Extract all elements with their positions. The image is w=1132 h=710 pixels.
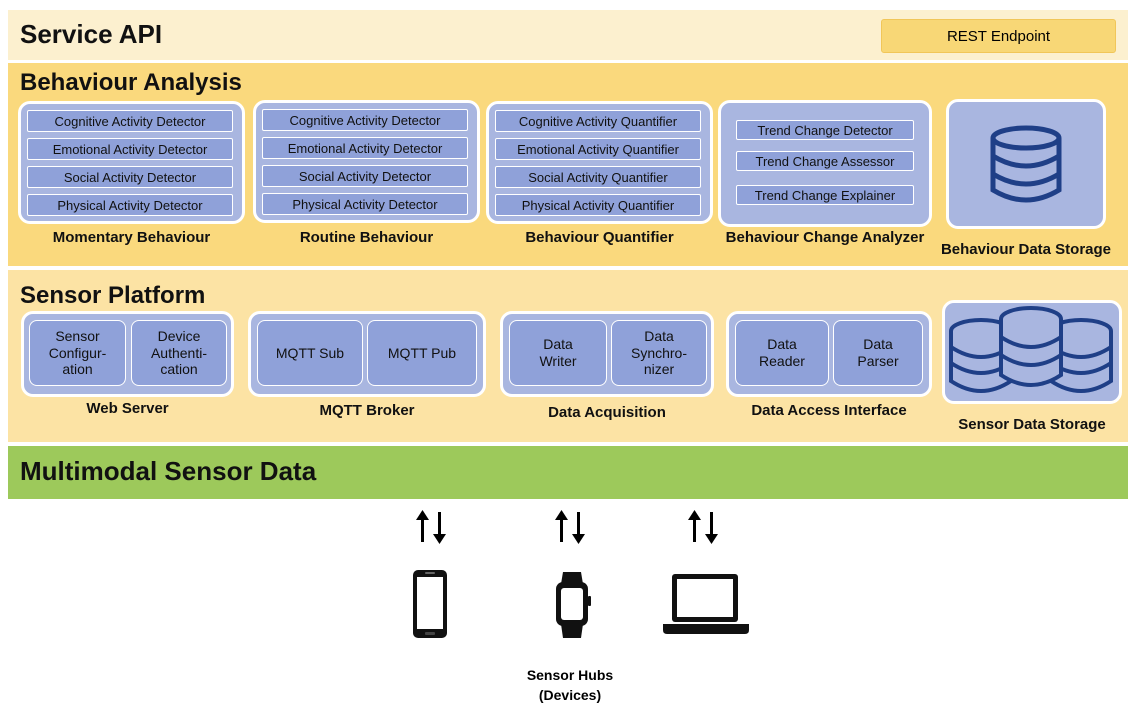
- behaviour-quantifier-panel: Cognitive Activity Quantifier Emotional …: [486, 101, 713, 224]
- mqtt-sub-box: MQTT Sub: [257, 320, 363, 386]
- data-acquisition-panel: Data Writer Data Synchro- nizer: [500, 311, 714, 397]
- module-item: Emotional Activity Detector: [262, 137, 468, 159]
- module-item: Emotional Activity Quantifier: [495, 138, 701, 160]
- momentary-behaviour-caption: Momentary Behaviour: [52, 229, 211, 246]
- module-item: Trend Change Explainer: [736, 185, 914, 205]
- devices-line: (Devices): [538, 686, 602, 703]
- sensor-data-storage-caption: Sensor Data Storage: [958, 416, 1106, 433]
- module-item: Trend Change Assessor: [736, 151, 914, 171]
- module-item: Social Activity Detector: [27, 166, 233, 188]
- data-reader-box: Data Reader: [735, 320, 829, 386]
- service-api-title: Service API: [20, 19, 163, 49]
- sensor-data-storage-panel: [942, 300, 1122, 404]
- bidirectional-arrow-icon: [416, 510, 446, 544]
- multi-database-icon: [949, 306, 1113, 393]
- routine-behaviour-caption: Routine Behaviour: [299, 229, 434, 246]
- data-synchronizer-box: Data Synchro- nizer: [611, 320, 707, 386]
- device-authentication-box: Device Authenti- cation: [131, 320, 227, 386]
- behaviour-change-analyzer-caption: Behaviour Change Analyzer: [725, 229, 925, 246]
- rest-endpoint-box: REST Endpoint: [881, 19, 1116, 53]
- sensor-platform-layer: Sensor Platform Sensor Configur- ation D…: [8, 270, 1128, 442]
- module-item: Physical Activity Detector: [27, 194, 233, 216]
- behaviour-quantifier-caption: Behaviour Quantifier: [525, 229, 674, 246]
- database-icon: [990, 125, 1062, 203]
- behaviour-analysis-title: Behaviour Analysis: [20, 69, 242, 96]
- module-item: Social Activity Quantifier: [495, 166, 701, 188]
- module-item: Cognitive Activity Quantifier: [495, 110, 701, 132]
- laptop-icon: [663, 574, 749, 634]
- behaviour-change-analyzer-panel: Trend Change Detector Trend Change Asses…: [718, 100, 932, 227]
- mqtt-pub-box: MQTT Pub: [367, 320, 477, 386]
- module-item: Emotional Activity Detector: [27, 138, 233, 160]
- momentary-behaviour-panel: Cognitive Activity Detector Emotional Ac…: [18, 101, 245, 224]
- service-api-layer: Service API REST Endpoint: [8, 10, 1128, 60]
- data-parser-box: Data Parser: [833, 320, 923, 386]
- data-access-interface-panel: Data Reader Data Parser: [726, 311, 932, 397]
- mqtt-broker-caption: MQTT Broker: [319, 402, 415, 419]
- behaviour-data-storage-panel: [946, 99, 1106, 229]
- data-writer-box: Data Writer: [509, 320, 607, 386]
- data-access-interface-caption: Data Access Interface: [751, 402, 907, 419]
- multimodal-sensor-data-title: Multimodal Sensor Data: [20, 456, 317, 486]
- module-item: Social Activity Detector: [262, 165, 468, 187]
- module-item: Trend Change Detector: [736, 120, 914, 140]
- mqtt-broker-panel: MQTT Sub MQTT Pub: [248, 311, 486, 397]
- smartphone-icon: [413, 570, 447, 638]
- web-server-caption: Web Server: [86, 400, 169, 417]
- module-item: Physical Activity Detector: [262, 193, 468, 215]
- module-item: Cognitive Activity Detector: [27, 110, 233, 132]
- data-acquisition-caption: Data Acquisition: [548, 404, 666, 421]
- routine-behaviour-panel: Cognitive Activity Detector Emotional Ac…: [253, 100, 480, 223]
- module-item: Cognitive Activity Detector: [262, 109, 468, 131]
- module-item: Physical Activity Quantifier: [495, 194, 701, 216]
- sensor-configuration-box: Sensor Configur- ation: [29, 320, 126, 386]
- smartwatch-icon: [556, 572, 591, 638]
- behaviour-data-storage-caption: Behaviour Data Storage: [940, 241, 1112, 258]
- sensor-hubs-line: Sensor Hubs: [526, 667, 614, 683]
- multimodal-sensor-data-layer: Multimodal Sensor Data: [8, 446, 1128, 499]
- sensor-hubs-caption: Sensor Hubs (Devices): [500, 666, 640, 705]
- bidirectional-arrow-icon: [555, 510, 585, 544]
- sensor-platform-title: Sensor Platform: [20, 282, 206, 309]
- web-server-panel: Sensor Configur- ation Device Authenti- …: [21, 311, 234, 397]
- bidirectional-arrow-icon: [688, 510, 718, 544]
- behaviour-analysis-layer: Behaviour Analysis Cognitive Activity De…: [8, 63, 1128, 266]
